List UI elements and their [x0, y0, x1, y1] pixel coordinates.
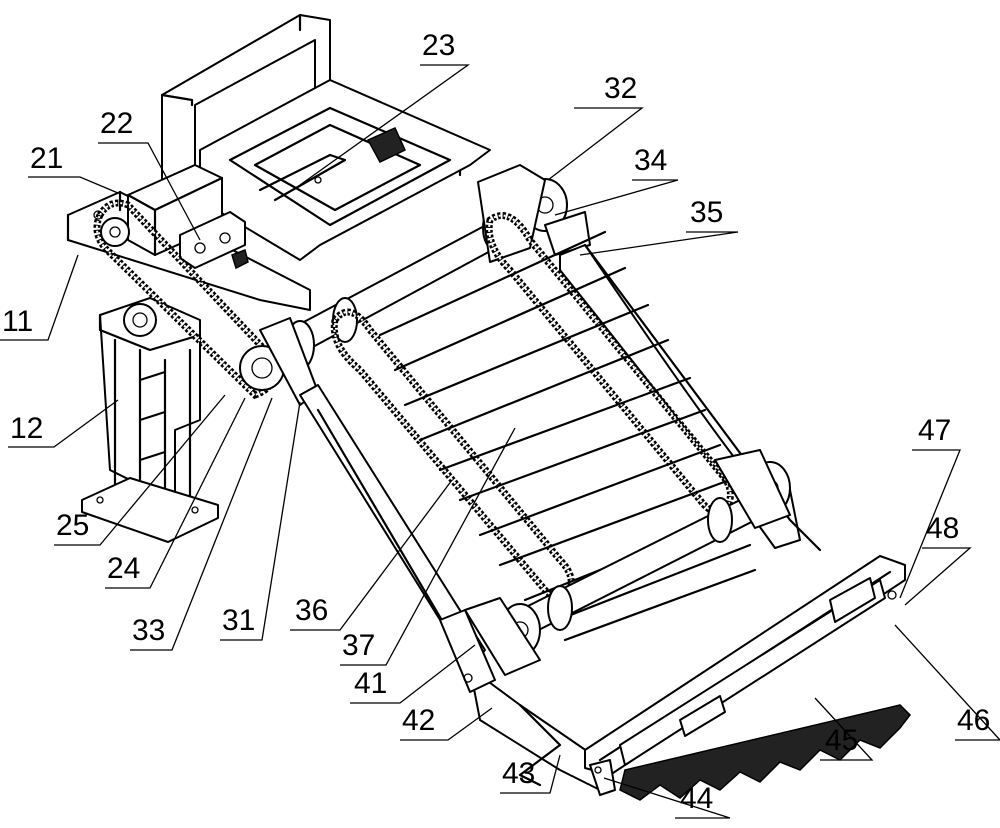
label-11: 11: [2, 305, 33, 338]
cutter-bar: [585, 556, 910, 800]
label-37: 37: [342, 629, 375, 662]
label-42: 42: [402, 704, 435, 737]
label-48: 48: [926, 512, 959, 545]
label-33: 33: [132, 614, 165, 647]
label-12: 12: [10, 412, 43, 445]
label-25: 25: [56, 509, 89, 542]
label-45: 45: [825, 724, 858, 757]
label-35: 35: [690, 196, 723, 229]
label-43: 43: [502, 757, 535, 790]
label-31: 31: [222, 604, 255, 637]
label-44: 44: [680, 782, 713, 815]
label-34: 34: [634, 144, 667, 177]
label-36: 36: [295, 594, 328, 627]
label-41: 41: [354, 667, 387, 700]
label-22: 22: [100, 107, 133, 140]
label-24: 24: [107, 552, 140, 585]
label-23: 23: [422, 29, 455, 62]
label-32: 32: [604, 72, 637, 105]
label-21: 21: [30, 142, 63, 175]
label-47: 47: [918, 414, 951, 447]
label-46: 46: [957, 704, 990, 737]
